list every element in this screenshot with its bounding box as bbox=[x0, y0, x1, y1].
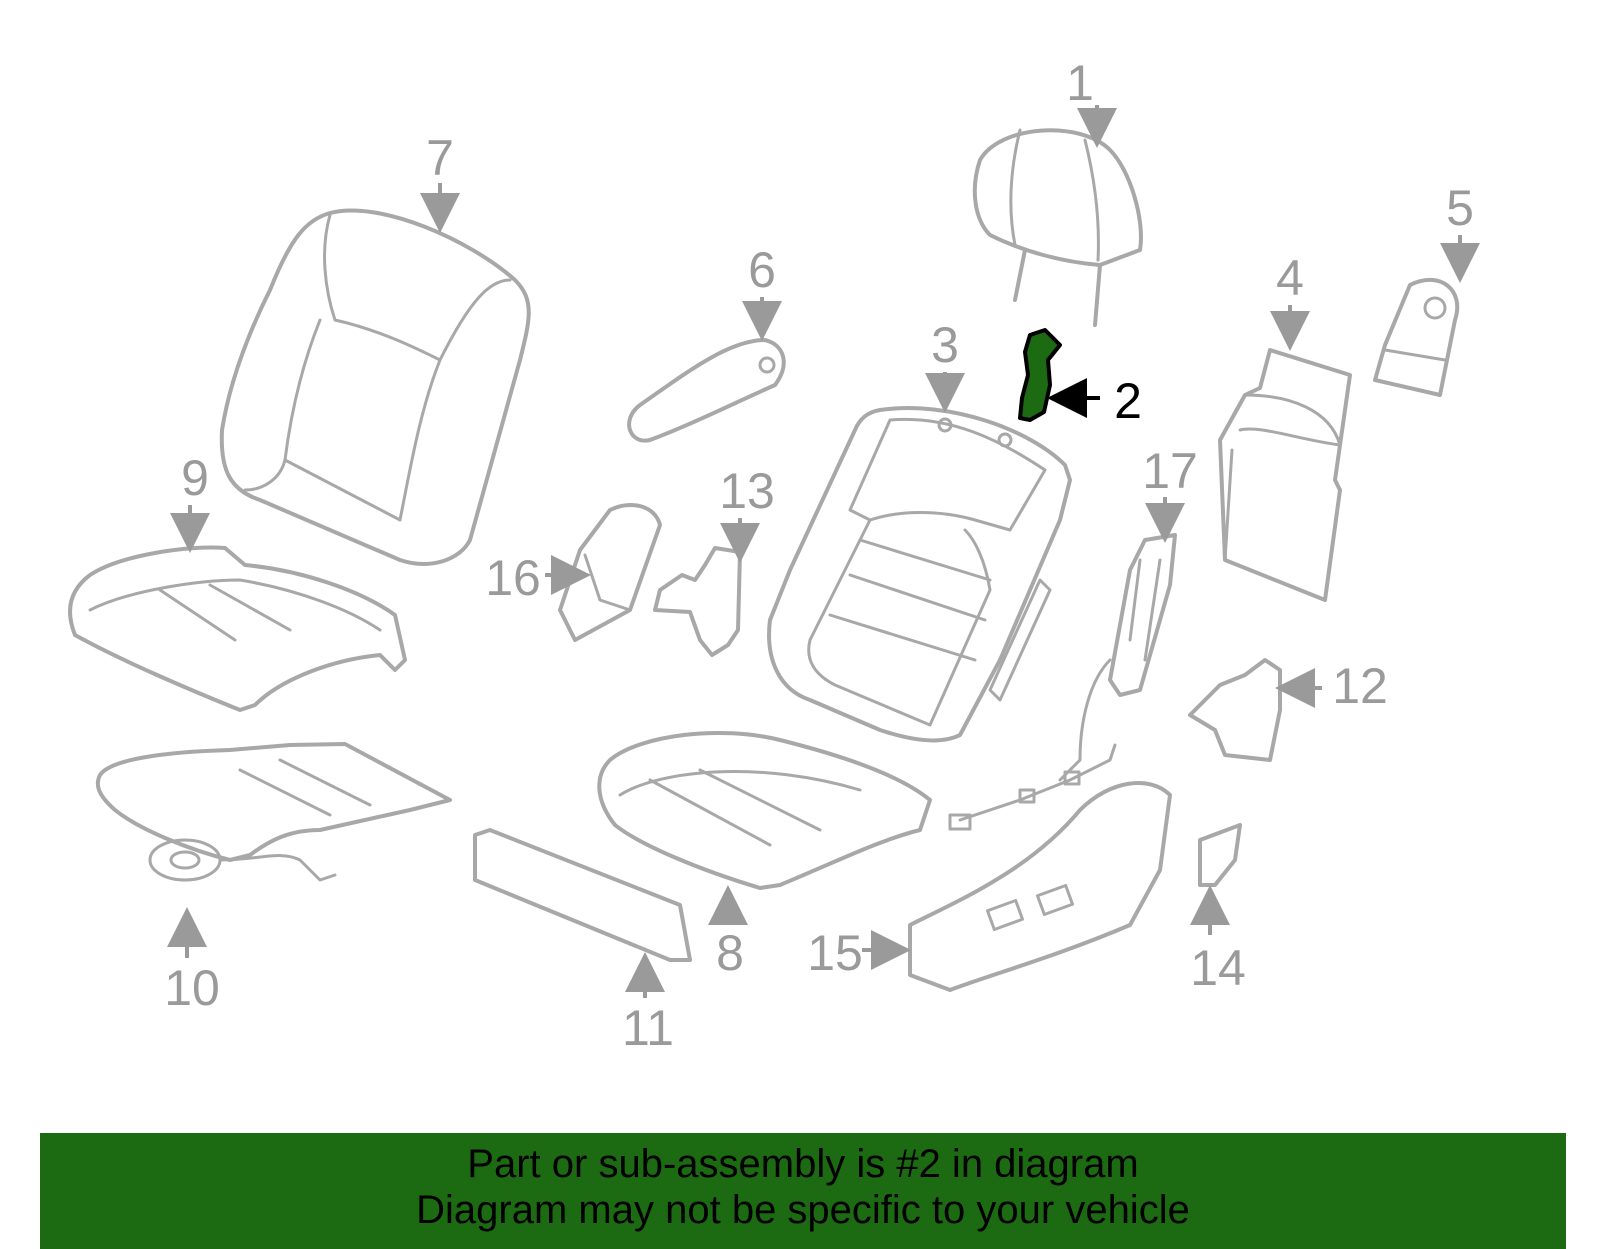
svg-text:14: 14 bbox=[1190, 940, 1246, 996]
svg-text:2: 2 bbox=[1114, 373, 1142, 429]
part-10-cushion-pad bbox=[95, 742, 452, 882]
svg-text:5: 5 bbox=[1446, 180, 1474, 236]
part-5-pocket bbox=[1373, 278, 1460, 397]
part-14-trim bbox=[1198, 823, 1242, 887]
callout-9: 9 bbox=[170, 450, 210, 553]
svg-text:12: 12 bbox=[1332, 658, 1388, 714]
svg-text:3: 3 bbox=[931, 317, 959, 373]
callout-17: 17 bbox=[1142, 443, 1198, 543]
part-15-side-shield bbox=[908, 781, 1172, 992]
callout-6: 6 bbox=[742, 242, 782, 341]
part-2-headrest-guide bbox=[1018, 328, 1062, 422]
part-4-back-panel bbox=[1218, 348, 1352, 602]
part-8-seat-cushion bbox=[597, 731, 932, 890]
part-1-headrest bbox=[972, 128, 1143, 327]
svg-text:15: 15 bbox=[807, 925, 863, 981]
part-7-seatback-cover bbox=[219, 208, 531, 566]
wire-harness bbox=[948, 743, 1117, 831]
part-13-bracket bbox=[653, 546, 742, 657]
part-12-bracket bbox=[1188, 658, 1282, 762]
callout-2: 2 bbox=[1047, 373, 1142, 429]
callout-15: 15 bbox=[807, 925, 911, 981]
callout-8: 8 bbox=[708, 885, 748, 981]
part-3-seatback bbox=[767, 406, 1072, 743]
svg-text:13: 13 bbox=[719, 463, 775, 519]
callout-10: 10 bbox=[164, 907, 220, 1016]
seat-parts-diagram: 1 2 3 4 5 6 7 8 9 10 11 12 bbox=[68, 55, 1480, 1056]
callout-12: 12 bbox=[1275, 658, 1388, 714]
part-info-banner: Part or sub-assembly is #2 in diagram Di… bbox=[40, 1133, 1566, 1249]
svg-text:7: 7 bbox=[426, 130, 454, 186]
svg-text:4: 4 bbox=[1276, 250, 1304, 306]
callout-7: 7 bbox=[420, 130, 460, 233]
part-16-side-trim bbox=[558, 503, 662, 642]
part-11-front-trim bbox=[473, 828, 692, 962]
callout-13: 13 bbox=[719, 463, 775, 563]
callout-1: 1 bbox=[1066, 55, 1117, 148]
svg-text:16: 16 bbox=[485, 550, 541, 606]
part-6-armrest bbox=[627, 338, 786, 443]
svg-text:10: 10 bbox=[164, 960, 220, 1016]
banner-disclaimer-line: Diagram may not be specific to your vehi… bbox=[416, 1188, 1190, 1232]
svg-text:9: 9 bbox=[181, 450, 209, 506]
svg-text:1: 1 bbox=[1066, 55, 1094, 111]
banner-part-line: Part or sub-assembly is #2 in diagram bbox=[467, 1142, 1139, 1186]
svg-text:17: 17 bbox=[1142, 443, 1198, 499]
callout-4: 4 bbox=[1270, 250, 1310, 351]
callout-5: 5 bbox=[1440, 180, 1480, 283]
part-17-side-trim bbox=[1058, 533, 1177, 782]
part-9-cushion-cover bbox=[68, 545, 407, 712]
callout-3: 3 bbox=[925, 317, 965, 413]
callout-14: 14 bbox=[1190, 885, 1246, 996]
svg-text:8: 8 bbox=[716, 925, 744, 981]
svg-text:6: 6 bbox=[748, 242, 776, 298]
callout-16: 16 bbox=[485, 550, 591, 606]
svg-text:11: 11 bbox=[622, 1000, 674, 1056]
callout-11: 11 bbox=[622, 952, 674, 1056]
